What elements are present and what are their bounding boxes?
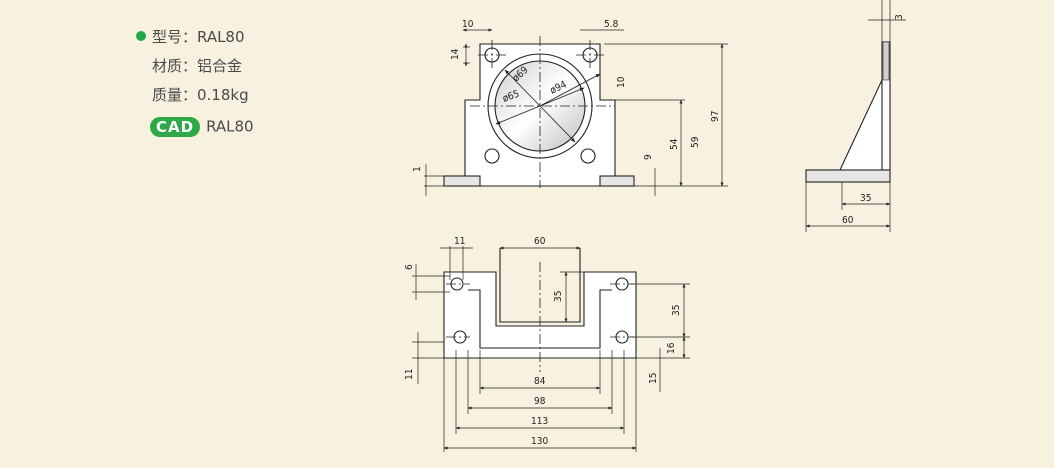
- side-view: 3 35 60: [805, 0, 906, 232]
- side-dim-60: 60: [842, 215, 854, 226]
- front-view: 10 5.8 14 10 ø69 ø65 ø94 97 54 59 9 1: [412, 19, 728, 196]
- front-dim-14: 14: [450, 48, 461, 60]
- side-dim-lines: [805, 0, 906, 232]
- front-dim-54: 54: [669, 138, 680, 150]
- cad-badge[interactable]: CAD: [150, 116, 201, 137]
- side-dim-35: 35: [860, 193, 871, 204]
- front-left-foot: [443, 175, 481, 187]
- front-dim-9: 9: [643, 154, 654, 160]
- front-diameter-lines: [495, 69, 601, 143]
- top-dim-35b: 35: [671, 305, 682, 316]
- top-dim-113: 113: [531, 416, 548, 427]
- material-row: 材质：铝合金: [152, 57, 243, 75]
- top-dim-lines: [412, 246, 690, 452]
- mount-hole-bottom-right: [580, 148, 596, 164]
- top-dim-15: 15: [648, 373, 659, 384]
- top-dim-11b: 11: [404, 369, 415, 380]
- front-dim-59: 59: [690, 136, 701, 148]
- side-dim-3: 3: [894, 14, 905, 20]
- front-dim-1: 1: [412, 166, 423, 172]
- front-dim-dia65: ø65: [501, 89, 521, 105]
- front-right-foot: [599, 175, 635, 187]
- side-hatch: [882, 41, 890, 81]
- top-dim-98: 98: [534, 396, 546, 407]
- front-dim-10b: 10: [616, 76, 627, 88]
- top-dim-84: 84: [534, 376, 546, 387]
- side-base: [805, 169, 891, 183]
- front-dim-10: 10: [462, 19, 474, 30]
- model-label: 型号：RAL80: [152, 28, 245, 46]
- top-dim-6: 6: [404, 264, 415, 270]
- top-dim-35a: 35: [553, 291, 564, 302]
- front-dim-97: 97: [710, 111, 721, 122]
- cad-model-link[interactable]: RAL80: [206, 117, 254, 136]
- top-dim-11: 11: [454, 236, 465, 247]
- weight-row: 质量：0.18kg: [152, 86, 249, 104]
- top-view: 11 60 6 35 35 16 11 15 84 98 113 130: [404, 236, 690, 452]
- top-dim-130: 130: [531, 436, 548, 447]
- spec-panel: 型号：RAL80 材质：铝合金 质量：0.18kg CAD RAL80: [136, 26, 254, 144]
- mount-hole-bottom-left: [484, 148, 500, 164]
- top-dim-60: 60: [534, 236, 546, 247]
- model-row: 型号：RAL80: [136, 26, 254, 55]
- cad-row: CAD RAL80: [136, 115, 254, 144]
- top-dim-16: 16: [666, 342, 677, 354]
- front-dim-5-8: 5.8: [604, 19, 619, 30]
- model-bullet-icon: [136, 30, 146, 41]
- front-dim-lines: [424, 28, 728, 196]
